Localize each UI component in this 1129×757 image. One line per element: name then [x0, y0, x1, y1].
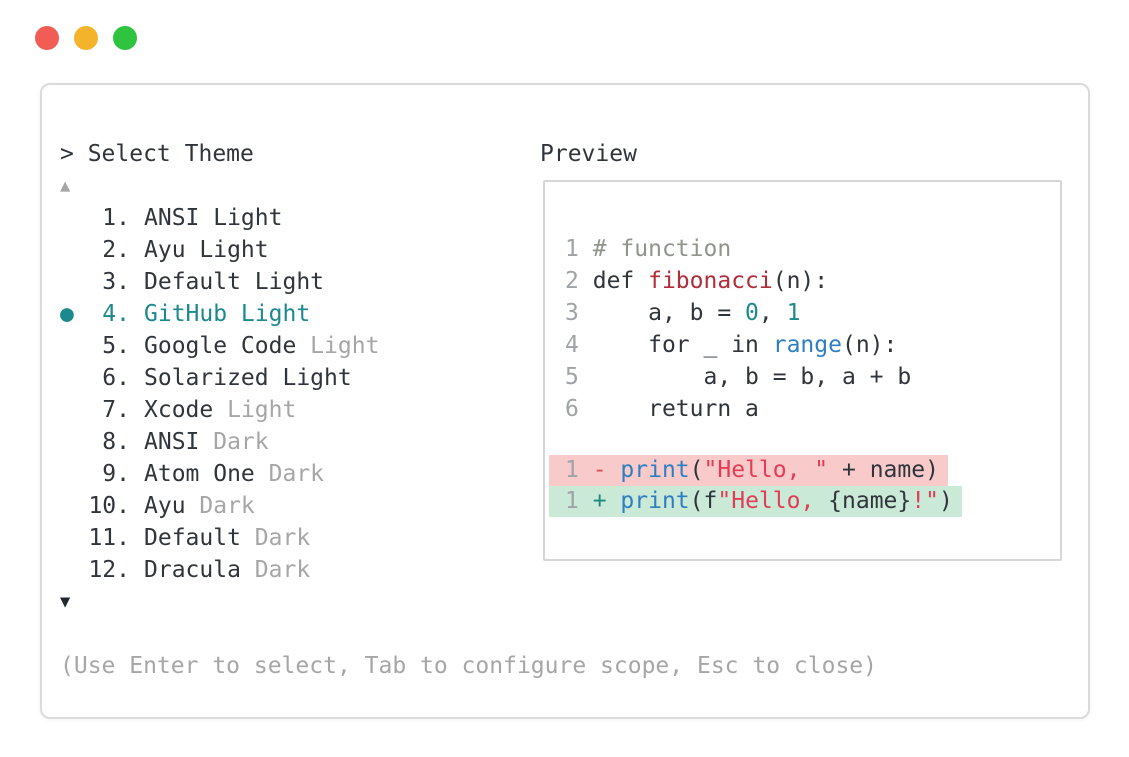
theme-item-variant-suffix: Dark [199, 429, 269, 455]
theme-item-number: 1. [102, 205, 130, 231]
theme-item-number: 10. [88, 493, 130, 519]
selected-marker-icon [60, 362, 88, 394]
theme-item-number: 2. [102, 237, 130, 263]
selected-marker-icon [60, 426, 88, 458]
theme-item-number: 9. [102, 461, 130, 487]
selected-marker-icon [60, 490, 88, 522]
theme-item-number: 5. [102, 333, 130, 359]
scroll-up-icon[interactable]: ▲ [60, 176, 71, 196]
selector-title: > Select Theme [60, 141, 254, 167]
theme-item-label: Default Dark [144, 525, 311, 551]
line-number: 1 [565, 457, 579, 483]
theme-item-label: Dracula Dark [144, 557, 311, 583]
theme-item-label: Google Code Light [144, 333, 380, 359]
code-line: 5 a, b = b, a + b [565, 364, 912, 390]
window-controls [35, 26, 137, 50]
diff-line-added: 1 + print(f"Hello, {name}!") [545, 486, 1060, 517]
theme-list-item[interactable]: 10. Ayu Dark [60, 490, 530, 522]
theme-picker-panel: > Select Theme ▲ 1. ANSI Light 2. Ayu Light… [40, 83, 1090, 719]
preview-box: 1 # function 2 def fibonacci(n): 3 a, b = … [543, 180, 1062, 561]
line-number: 6 [565, 396, 579, 422]
theme-selector: > Select Theme ▲ 1. ANSI Light 2. Ayu Light… [60, 138, 877, 682]
theme-item-variant-suffix: Dark [240, 557, 311, 583]
line-number: 2 [565, 268, 579, 294]
line-number: 5 [565, 364, 579, 390]
selected-marker-icon [60, 458, 88, 490]
theme-item-variant-suffix: Dark [254, 461, 325, 487]
theme-list-item[interactable]: 7. Xcode Light [60, 394, 530, 426]
code-line: 2 def fibonacci(n): [565, 268, 829, 294]
selected-marker-icon [60, 202, 88, 234]
theme-list-item[interactable]: 6. Solarized Light [60, 362, 530, 394]
theme-item-label: Default Light [144, 269, 325, 295]
theme-item-variant-suffix: Dark [185, 493, 255, 519]
diff-line-removed: 1 - print("Hello, " + name) [545, 455, 1060, 486]
theme-list-item[interactable]: 9. Atom One Dark [60, 458, 530, 490]
line-number: 3 [565, 300, 579, 326]
theme-item-variant-suffix: Dark [240, 525, 311, 551]
theme-item-label: ANSI Dark [144, 429, 269, 455]
diff-highlight: 1 - print("Hello, " + name) [549, 455, 948, 486]
theme-item-variant-suffix: Light [213, 397, 297, 423]
selected-marker-icon [60, 554, 88, 586]
code-line: 6 return a [565, 396, 759, 422]
selected-marker-icon [60, 394, 88, 426]
code-area: 1 # function 2 def fibonacci(n): 3 a, b = … [545, 182, 1060, 517]
theme-item-number: 7. [102, 397, 130, 423]
line-number: 1 [565, 236, 579, 262]
line-number: 1 [565, 488, 579, 514]
theme-item-number: 3. [102, 269, 130, 295]
code-line: 1 # function [565, 236, 732, 262]
theme-list-item[interactable]: 8. ANSI Dark [60, 426, 530, 458]
minimize-button[interactable] [74, 26, 98, 50]
diff-highlight: 1 + print(f"Hello, {name}!") [549, 486, 962, 517]
code-line: 3 a, b = 0, 1 [565, 300, 801, 326]
code-line: 4 for _ in range(n): [565, 332, 898, 358]
theme-item-number: 6. [102, 365, 130, 391]
theme-list-item[interactable]: 11. Default Dark [60, 522, 530, 554]
line-number: 4 [565, 332, 579, 358]
selected-marker-icon [60, 234, 88, 266]
theme-item-label: Xcode Light [144, 397, 297, 423]
theme-item-label: Solarized Light [144, 365, 352, 391]
theme-item-label: GitHub Light [144, 301, 311, 327]
theme-list-item[interactable]: 5. Google Code Light [60, 330, 530, 362]
selected-marker-icon [60, 266, 88, 298]
preview-pane: Preview 1 # function 2 def fibonacci(n): 3… [540, 138, 1062, 561]
selected-marker-icon [60, 330, 88, 362]
selected-marker-icon [60, 522, 88, 554]
theme-item-number: 8. [102, 429, 130, 455]
theme-item-number: 4. [102, 301, 130, 327]
theme-item-label: ANSI Light [144, 205, 283, 231]
theme-list-item[interactable]: 1. ANSI Light [60, 202, 530, 234]
selected-marker-icon: ● [60, 301, 74, 327]
theme-item-label: Atom One Dark [144, 461, 325, 487]
theme-item-number: 12. [88, 557, 130, 583]
theme-list-item[interactable]: 12. Dracula Dark [60, 554, 530, 586]
maximize-button[interactable] [113, 26, 137, 50]
preview-title: Preview [540, 141, 637, 167]
keyboard-hint: (Use Enter to select, Tab to configure s… [60, 653, 877, 679]
theme-list-item[interactable]: 2. Ayu Light [60, 234, 530, 266]
theme-list-item[interactable]: 3. Default Light [60, 266, 530, 298]
theme-list: 1. ANSI Light 2. Ayu Light 3. Default Light ● 4… [60, 202, 530, 586]
theme-list-item[interactable]: ● 4. GitHub Light [60, 298, 530, 330]
theme-item-label: Ayu Light [144, 237, 269, 263]
scroll-down-icon[interactable]: ▼ [60, 592, 71, 612]
theme-item-variant-suffix: Light [296, 333, 380, 359]
close-button[interactable] [35, 26, 59, 50]
theme-item-number: 11. [88, 525, 130, 551]
theme-item-label: Ayu Dark [144, 493, 255, 519]
